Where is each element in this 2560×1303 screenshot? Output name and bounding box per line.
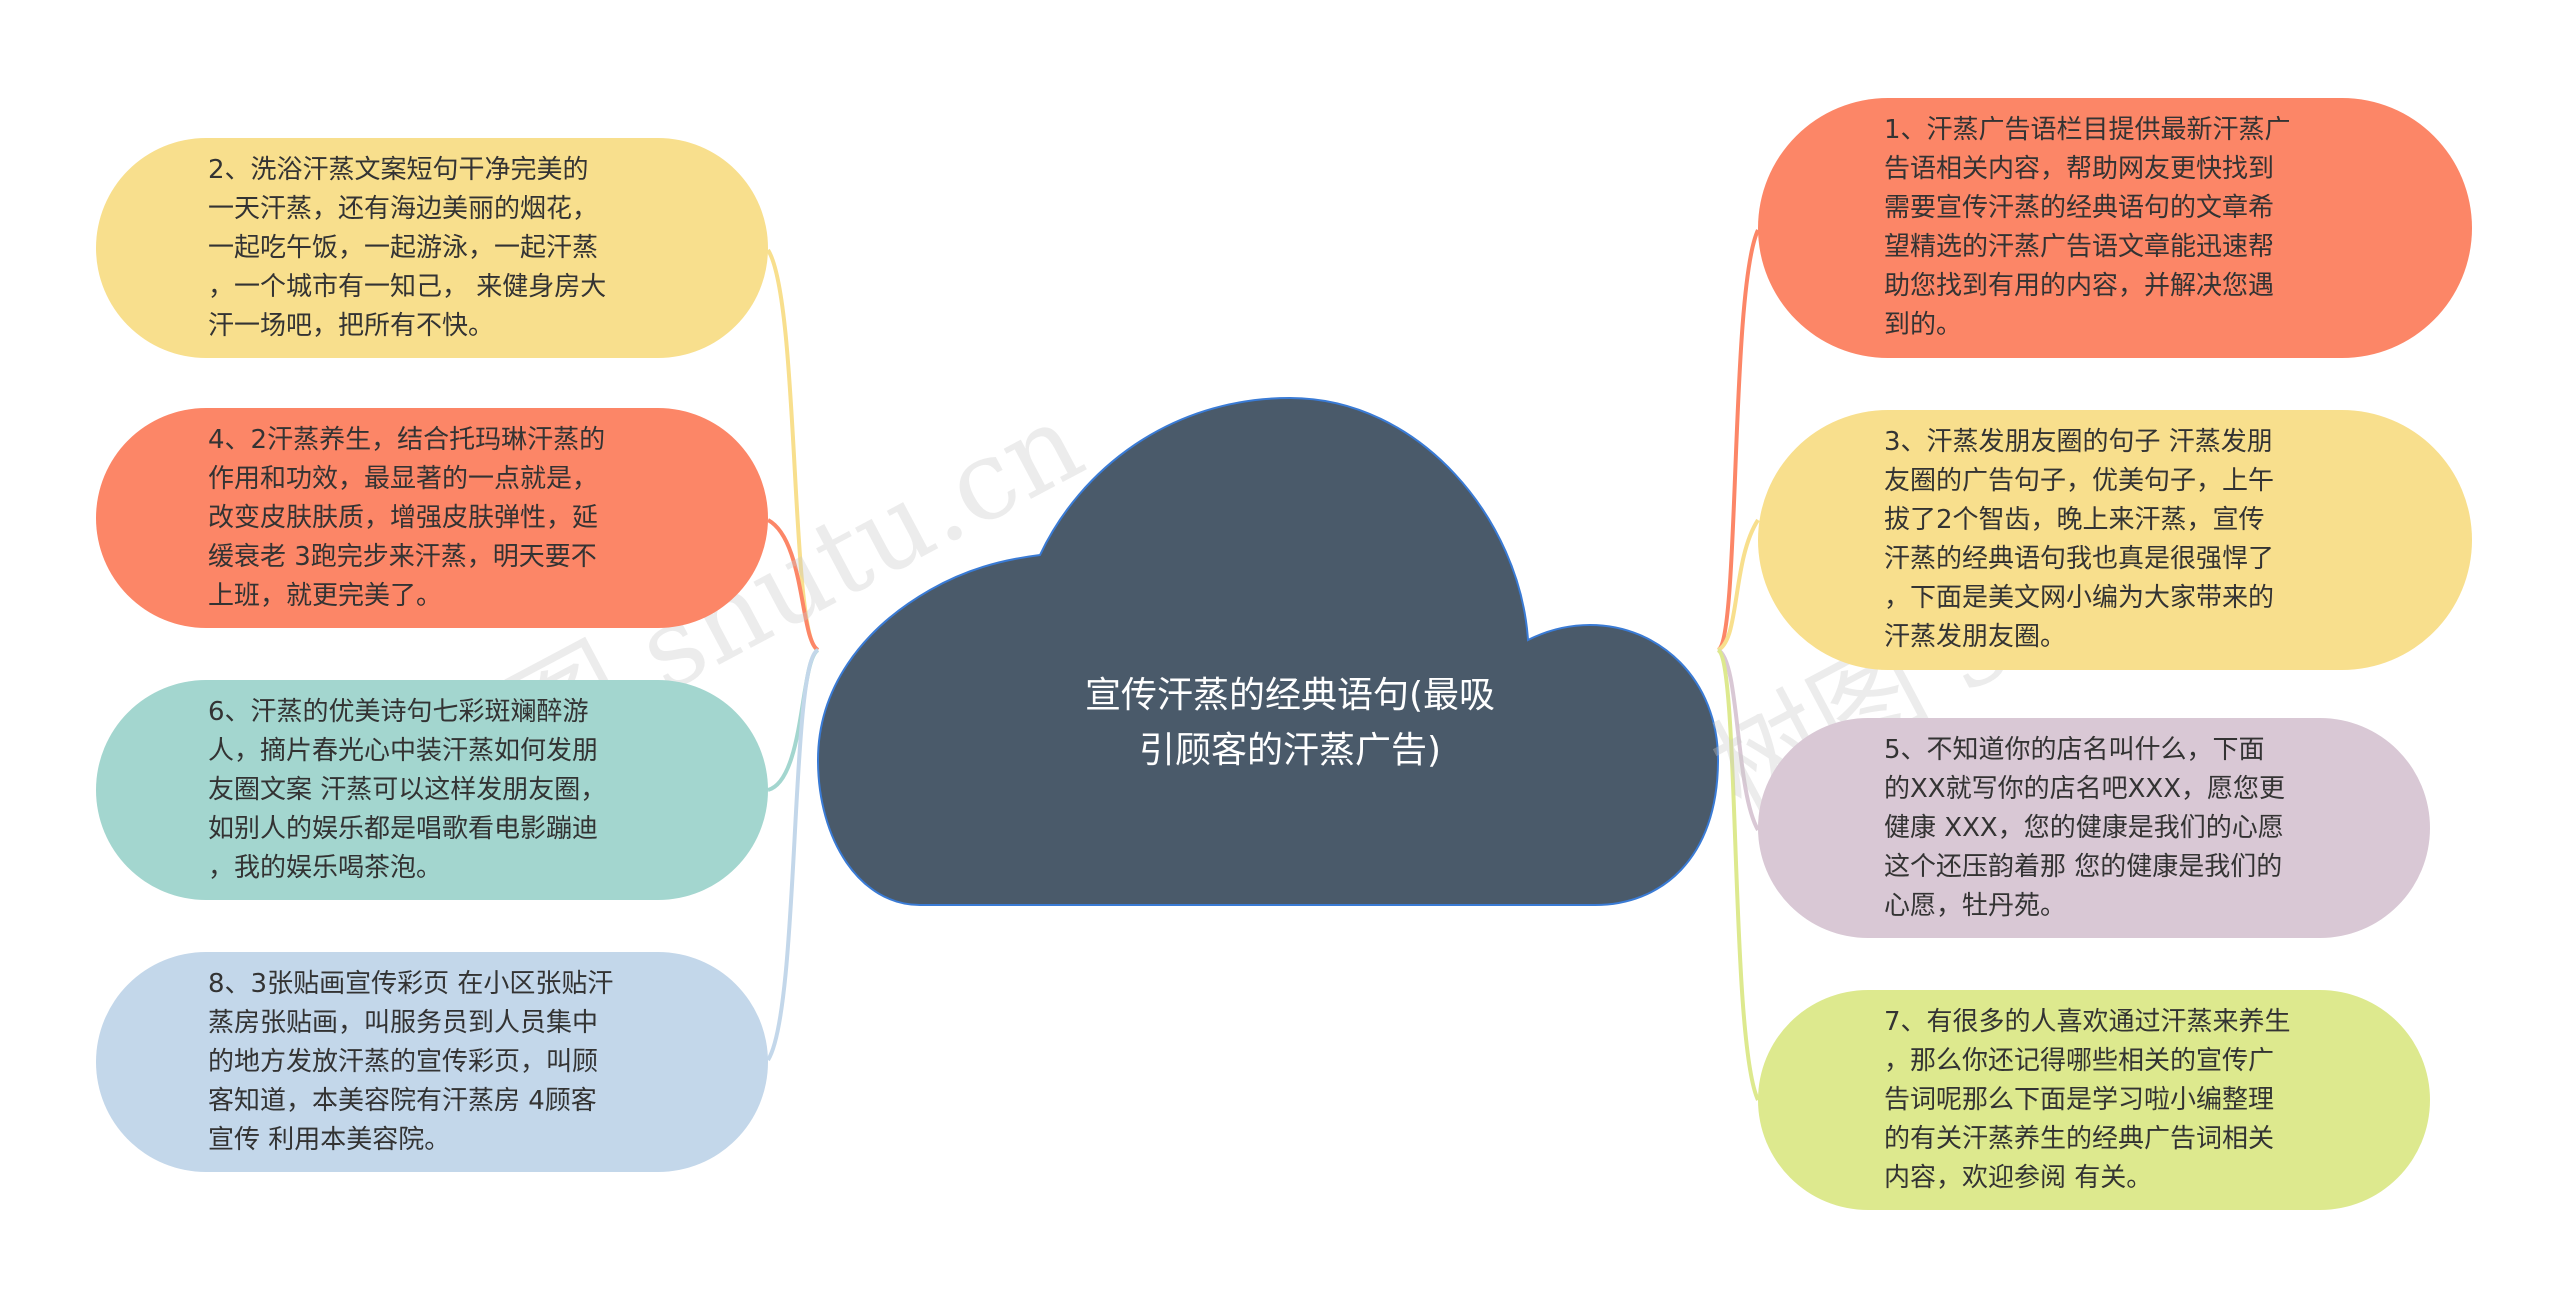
connector-n4 — [766, 518, 820, 652]
topic-node-2[interactable]: 2、洗浴汗蒸文案短句干净完美的 一天汗蒸，还有海边美丽的烟花， 一起吃午饭，一起… — [96, 138, 768, 358]
topic-node-6-text: 6、汗蒸的优美诗句七彩斑斓醉游 人，摘片春光心中装汗蒸如何发朋 友圈文案 汗蒸可… — [208, 696, 607, 883]
topic-node-5[interactable]: 5、不知道你的店名叫什么，下面 的XX就写你的店名吧XXX，愿您更 健康 XXX… — [1758, 718, 2430, 938]
connector-n8 — [766, 648, 820, 1062]
center-cloud-shape — [816, 396, 1720, 906]
topic-node-1-text: 1、汗蒸广告语栏目提供最新汗蒸广 告语相关内容，帮助网友更快找到 需要宣传汗蒸的… — [1884, 115, 2291, 340]
topic-node-5-text: 5、不知道你的店名叫什么，下面 的XX就写你的店名吧XXX，愿您更 健康 XXX… — [1884, 734, 2286, 921]
topic-node-7[interactable]: 7、有很多的人喜欢通过汗蒸来养生 ，那么你还记得哪些相关的宣传广 告词呢那么下面… — [1758, 990, 2430, 1210]
topic-node-2-text: 2、洗浴汗蒸文案短句干净完美的 一天汗蒸，还有海边美丽的烟花， 一起吃午饭，一起… — [208, 154, 607, 341]
topic-node-4[interactable]: 4、2汗蒸养生，结合托玛琳汗蒸的 作用和功效，最显著的一点就是， 改变皮肤肤质，… — [96, 408, 768, 628]
topic-node-7-text: 7、有很多的人喜欢通过汗蒸来养生 ，那么你还记得哪些相关的宣传广 告词呢那么下面… — [1884, 1006, 2291, 1193]
topic-node-8-text: 8、3张贴画宣传彩页 在小区张贴汗 蒸房张贴画，叫服务员到人员集中 的地方发放汗… — [208, 968, 614, 1155]
connector-n5 — [1716, 648, 1760, 831]
connector-n7 — [1716, 648, 1760, 1101]
topic-node-6[interactable]: 6、汗蒸的优美诗句七彩斑斓醉游 人，摘片春光心中装汗蒸如何发朋 友圈文案 汗蒸可… — [96, 680, 768, 900]
topic-node-3-text: 3、汗蒸发朋友圈的句子 汗蒸发朋 友圈的广告句子，优美句子，上午 拔了2个智齿，… — [1884, 427, 2275, 652]
topic-node-1[interactable]: 1、汗蒸广告语栏目提供最新汗蒸广 告语相关内容，帮助网友更快找到 需要宣传汗蒸的… — [1758, 98, 2472, 358]
topic-node-8[interactable]: 8、3张贴画宣传彩页 在小区张贴汗 蒸房张贴画，叫服务员到人员集中 的地方发放汗… — [96, 952, 768, 1172]
topic-node-3[interactable]: 3、汗蒸发朋友圈的句子 汗蒸发朋 友圈的广告句子，优美句子，上午 拔了2个智齿，… — [1758, 410, 2472, 670]
center-topic-title[interactable]: 宣传汗蒸的经典语句(最吸 引顾客的汗蒸广告) — [1084, 675, 1496, 771]
topic-node-4-text: 4、2汗蒸养生，结合托玛琳汗蒸的 作用和功效，最显著的一点就是， 改变皮肤肤质，… — [208, 424, 606, 611]
connector-n1 — [1716, 229, 1760, 652]
connector-n2 — [766, 248, 820, 652]
connector-n3 — [1716, 518, 1760, 652]
